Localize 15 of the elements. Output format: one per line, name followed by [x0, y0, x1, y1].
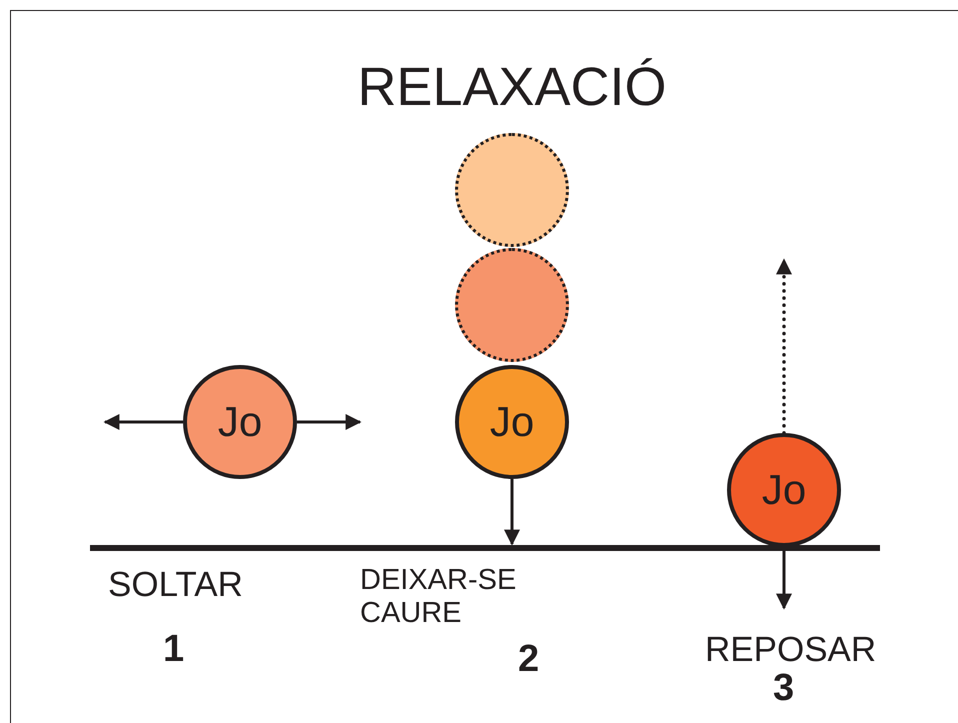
- arrow: [103, 414, 183, 430]
- step-number: 3: [773, 667, 794, 710]
- diagram-title: RELAXACIÓ: [356, 56, 668, 118]
- arrow: [776, 551, 792, 610]
- arrow: [776, 258, 792, 435]
- arrow: [297, 414, 362, 430]
- step-number: 2: [518, 638, 540, 681]
- circle-node: Jo: [183, 365, 297, 479]
- step-label: REPOSAR: [705, 630, 876, 670]
- step-label: DEIXAR-SE CAURE: [360, 564, 518, 631]
- circle-node: Jo: [455, 365, 569, 479]
- step-label: SOLTAR: [108, 565, 243, 605]
- step-number: 1: [163, 628, 184, 671]
- arrow: [504, 479, 520, 546]
- circle-node: Jo: [727, 433, 841, 547]
